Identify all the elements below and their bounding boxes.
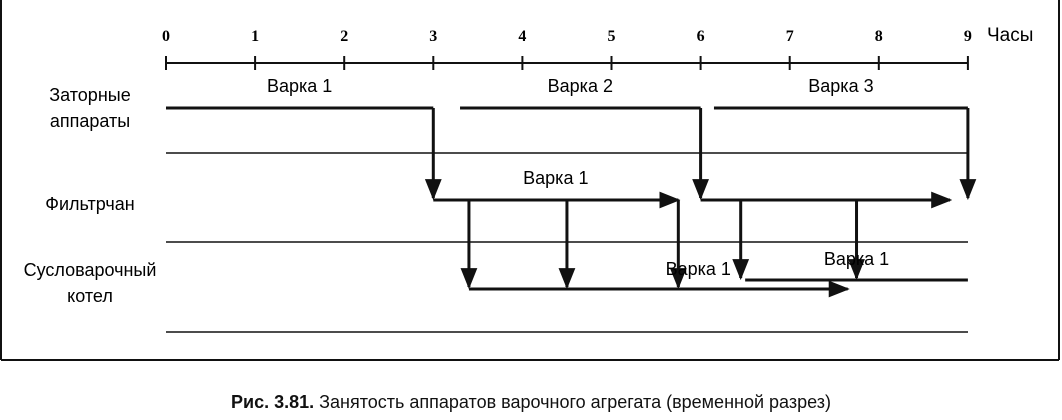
figure-caption-number: Рис. 3.81. — [231, 392, 315, 412]
time-axis: 0 1 2 3 4 5 6 7 8 9 Часы — [162, 25, 1033, 70]
time-axis-unit-label: Часы — [987, 25, 1033, 46]
tick-label-4: 4 — [518, 28, 526, 45]
batch-label-kettle-5: Варка 1 — [666, 259, 731, 279]
row-labels: Заторные аппараты Фильтрчан Сусловарочны… — [24, 85, 157, 306]
batch-label-mash-2: Варка 3 — [808, 76, 873, 96]
transfer-arrows — [424, 108, 977, 290]
batch-label-filter-3: Варка 1 — [523, 168, 588, 188]
row-label-kettle-line-1: Сусловарочный — [24, 260, 157, 280]
tick-label-1: 1 — [251, 28, 259, 45]
row-label-kettle-line-2: котел — [67, 286, 113, 306]
tick-label-7: 7 — [786, 28, 794, 45]
row-label-mash-line-1: Заторные — [49, 85, 130, 105]
tick-label-0: 0 — [162, 28, 170, 45]
tick-label-5: 5 — [608, 28, 616, 45]
row-label-mash-line-2: аппараты — [50, 111, 130, 131]
batch-label-mash-0: Варка 1 — [267, 76, 332, 96]
tick-label-8: 8 — [875, 28, 883, 45]
time-axis-ticks: 0 1 2 3 4 5 6 7 8 9 — [162, 28, 972, 70]
diagram-frame — [0, 0, 1060, 361]
tick-label-2: 2 — [340, 28, 348, 45]
batch-labels: Варка 1 Варка 2 Варка 3 Варка 1 Варка 1 Варка… — [267, 76, 889, 279]
figure-caption-text: Занятость аппаратов варочного агрегата (… — [319, 392, 831, 412]
figure-caption: Рис. 3.81. Занятость аппаратов варочного… — [0, 392, 1062, 413]
batch-label-mash-1: Варка 2 — [548, 76, 613, 96]
row-label-filter: Фильтрчан — [45, 194, 134, 214]
tick-label-3: 3 — [429, 28, 437, 45]
tick-label-9: 9 — [964, 28, 972, 45]
tick-label-6: 6 — [697, 28, 705, 45]
batch-label-kettle-6: Варка 1 — [824, 249, 889, 269]
